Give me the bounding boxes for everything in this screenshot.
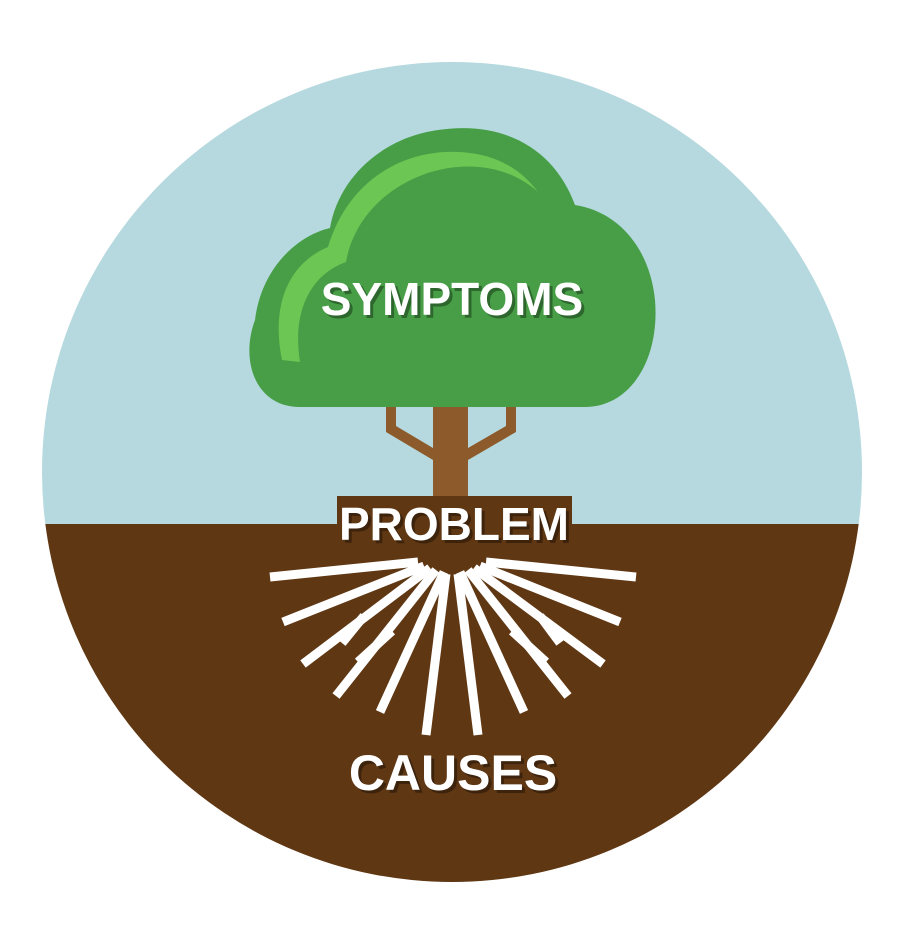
soil-background	[42, 524, 862, 882]
symptoms-label: SYMPTOMS	[321, 273, 583, 325]
symptoms-label-shadow: SYMPTOMS	[324, 276, 586, 328]
tree-icon	[249, 128, 656, 408]
roots-icon	[269, 557, 637, 736]
problem-label: PROBLEM	[339, 498, 569, 550]
causes-label: CAUSES	[349, 745, 557, 801]
problem-box	[337, 496, 572, 548]
problem-label-shadow: PROBLEM	[342, 501, 572, 553]
tree-trunk	[386, 404, 516, 524]
causes-label-shadow: CAUSES	[352, 748, 560, 804]
